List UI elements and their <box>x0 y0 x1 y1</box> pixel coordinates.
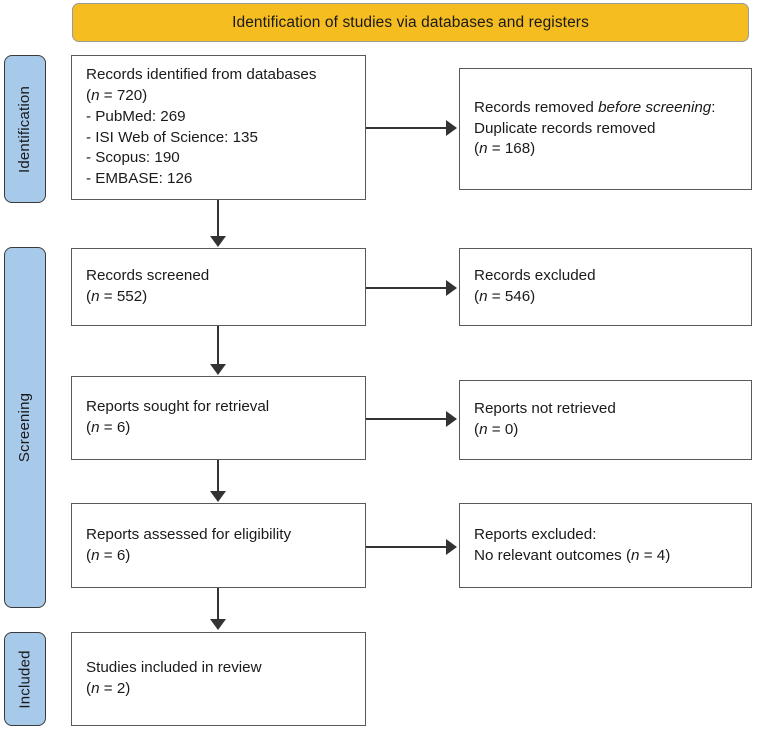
connector-identified-to-removed <box>366 127 446 129</box>
reports-not-retrieved-count: (n = 0) <box>474 421 519 438</box>
arrowhead-identified-to-screened <box>210 236 226 247</box>
connector-assessed-to-excluded <box>366 546 446 548</box>
diagram-title: Identification of studies via databases … <box>232 13 589 31</box>
box-reports-sought: Reports sought for retrieval (n = 6) <box>71 376 366 460</box>
records-identified-source-pubmed: - PubMed: 269 <box>86 107 186 125</box>
box-reports-assessed: Reports assessed for eligibility (n = 6) <box>71 503 366 588</box>
diagram-header-banner: Identification of studies via databases … <box>72 3 749 42</box>
connector-screened-to-sought <box>217 326 219 365</box>
records-excluded-count: (n = 546) <box>474 288 536 305</box>
arrowhead-screened-to-sought <box>210 364 226 375</box>
stage-tab-included: Included <box>4 632 46 726</box>
studies-included-count: (n = 2) <box>86 680 131 697</box>
records-excluded-title: Records excluded <box>474 267 596 285</box>
box-reports-excluded: Reports excluded: No relevant outcomes (… <box>459 503 752 588</box>
connector-identified-to-screened <box>217 200 219 237</box>
arrowhead-screened-to-excluded <box>446 280 457 296</box>
records-screened-title: Records screened <box>86 267 210 285</box>
arrowhead-sought-to-assessed <box>210 491 226 502</box>
connector-sought-to-assessed <box>217 460 219 492</box>
connector-sought-to-not-retrieved <box>366 418 446 420</box>
stage-label-screening: Screening <box>16 392 34 463</box>
reports-not-retrieved-title: Reports not retrieved <box>474 400 616 418</box>
reports-sought-count: (n = 6) <box>86 419 131 436</box>
connector-assessed-to-included <box>217 588 219 620</box>
connector-screened-to-excluded <box>366 287 446 289</box>
stage-tab-identification: Identification <box>4 55 46 203</box>
reports-sought-title: Reports sought for retrieval <box>86 398 270 416</box>
stage-label-included: Included <box>16 649 34 709</box>
records-removed-subtitle: Duplicate records removed <box>474 119 656 137</box>
reports-excluded-title: Reports excluded: <box>474 525 597 543</box>
reports-assessed-count: (n = 6) <box>86 546 131 564</box>
arrowhead-assessed-to-excluded <box>446 539 457 555</box>
records-identified-source-isi: - ISI Web of Science: 135 <box>86 128 258 146</box>
records-identified-source-scopus: - Scopus: 190 <box>86 149 180 167</box>
box-records-removed: Records removed before screening: Duplic… <box>459 68 752 190</box>
stage-tab-screening: Screening <box>4 247 46 608</box>
box-records-identified: Records identified from databases (n = 7… <box>71 55 366 200</box>
box-reports-not-retrieved: Reports not retrieved (n = 0) <box>459 380 752 460</box>
records-screened-count: (n = 552) <box>86 288 148 305</box>
box-records-excluded: Records excluded (n = 546) <box>459 248 752 326</box>
records-identified-count: (n = 720) <box>86 86 148 104</box>
records-identified-title: Records identified from databases <box>86 65 317 83</box>
arrowhead-identified-to-removed <box>446 120 457 136</box>
reports-assessed-title: Reports assessed for eligibility <box>86 525 292 543</box>
records-removed-title: Records removed before screening: <box>474 98 716 116</box>
arrowhead-sought-to-not-retrieved <box>446 411 457 427</box>
box-records-screened: Records screened (n = 552) <box>71 248 366 326</box>
stage-label-identification: Identification <box>16 85 34 173</box>
records-removed-count: (n = 168) <box>474 140 536 158</box>
arrowhead-assessed-to-included <box>210 619 226 630</box>
box-studies-included: Studies included in review (n = 2) <box>71 632 366 726</box>
studies-included-title: Studies included in review <box>86 659 262 677</box>
records-identified-source-embase: - EMBASE: 126 <box>86 170 193 188</box>
reports-excluded-reason: No relevant outcomes (n = 4) <box>474 546 671 564</box>
